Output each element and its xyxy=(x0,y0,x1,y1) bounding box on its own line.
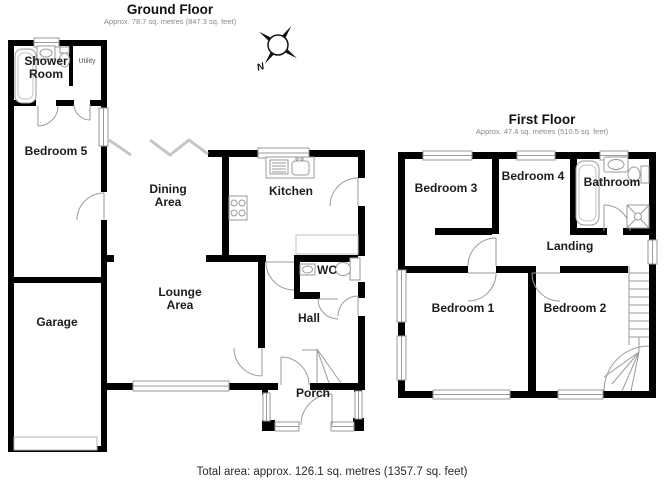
bathtub xyxy=(14,48,37,104)
first-floor-walls xyxy=(398,152,656,398)
stove xyxy=(228,195,248,221)
room-label-lounge-area: Lounge Area xyxy=(158,285,202,313)
room-label-bedroom-3: Bedroom 3 xyxy=(414,181,478,195)
room-label-hall: Hall xyxy=(297,311,320,325)
room-label-dining-area: Dining Area xyxy=(149,182,187,210)
bathroom-shower xyxy=(626,204,650,229)
room-label-porch: Porch xyxy=(295,386,330,400)
first-floor-title: First Floor xyxy=(508,112,576,127)
room-label-garage: Garage xyxy=(36,315,78,329)
understairs xyxy=(302,348,342,384)
room-label-landing: Landing xyxy=(546,239,594,253)
ground-floor-title: Ground Floor xyxy=(126,2,214,17)
shower-room-toilet xyxy=(59,46,70,68)
first-floor-windows xyxy=(396,150,658,400)
total-area-note: Total area: approx. 126.1 sq. metres (13… xyxy=(196,466,468,478)
ground-floor-area: Approx. 78.7 sq. metres (847.3 sq. feet) xyxy=(103,17,237,26)
first-floor-area: Approx. 47.4 sq. metres (510.5 sq. feet) xyxy=(475,127,609,136)
bathroom-sink xyxy=(603,156,629,173)
ground-floor-windows xyxy=(33,37,363,432)
wc-sink xyxy=(299,263,316,276)
shower-room-sink xyxy=(36,45,56,60)
room-label-shower-room: Shower Room xyxy=(24,54,68,82)
room-label-kitchen: Kitchen xyxy=(268,184,313,198)
garage-door xyxy=(13,436,98,451)
room-label-bedroom-4: Bedroom 4 xyxy=(501,169,565,183)
ground-floor-doors xyxy=(37,103,359,426)
room-label-bathroom: Bathroom xyxy=(583,175,641,189)
room-label-bedroom-5: Bedroom 5 xyxy=(24,144,88,158)
compass-rose xyxy=(259,26,297,64)
open-plan-divider xyxy=(108,138,209,157)
kitchen-counter xyxy=(295,234,359,255)
first-floor-fixtures xyxy=(575,156,650,229)
room-label-bedroom-2: Bedroom 2 xyxy=(543,301,607,315)
kitchen-sink-unit xyxy=(265,156,315,179)
bathroom-toilet xyxy=(627,165,650,184)
wc-toilet xyxy=(335,257,361,281)
first-floor-doors xyxy=(467,204,631,302)
bathroom-tub xyxy=(575,160,600,226)
staircase xyxy=(603,266,650,392)
first-floor-plan xyxy=(396,150,658,400)
ground-floor-plan xyxy=(8,37,365,452)
room-label-wc: WC xyxy=(317,263,337,277)
room-label-utility: Utility xyxy=(78,58,96,65)
room-label-bedroom-1: Bedroom 1 xyxy=(431,301,495,315)
ground-floor-fixtures xyxy=(14,45,361,384)
